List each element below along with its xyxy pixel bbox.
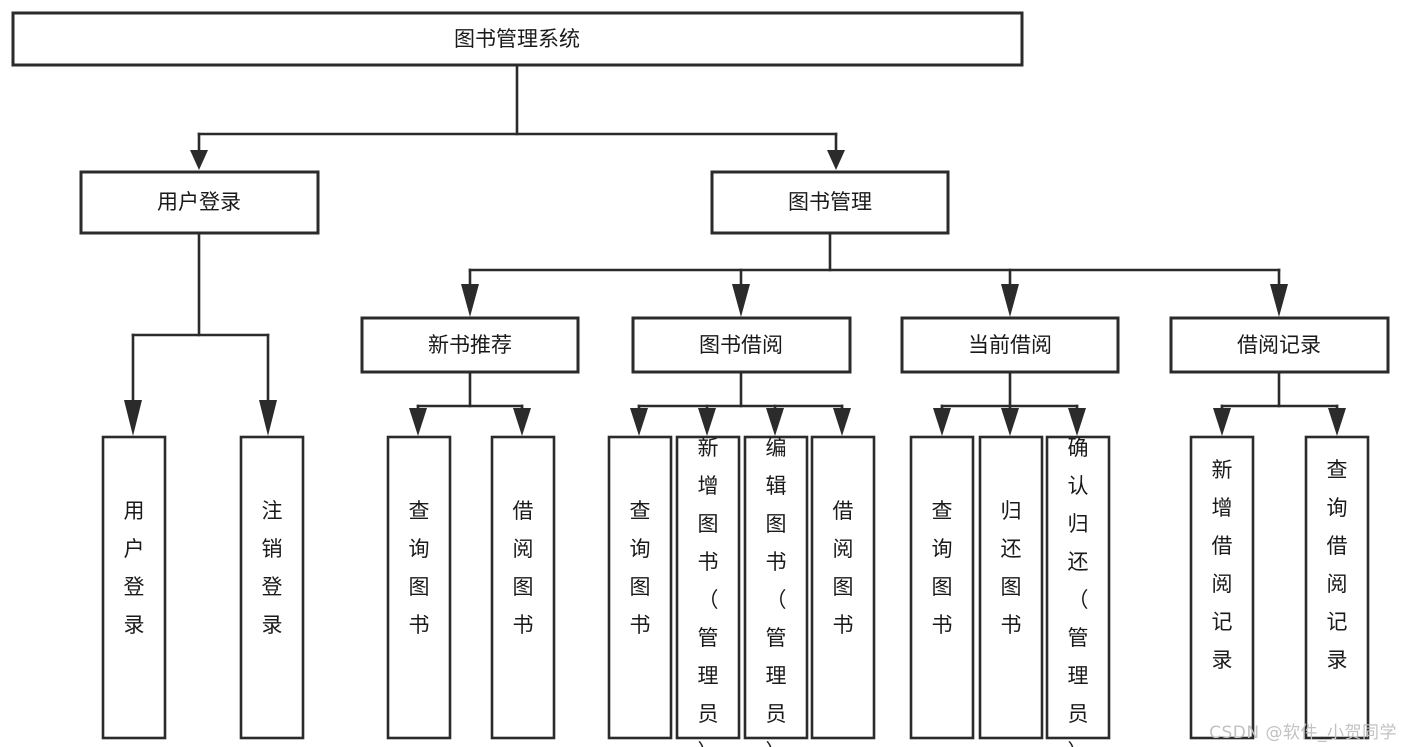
node-book-borrow-label: 图书借阅 [699, 333, 783, 357]
arrowhead-l3-3 [1001, 284, 1019, 317]
arrowhead-newbook-c1 [409, 408, 427, 436]
leaf-borrow-record-1-label: 新增借阅记录 [1212, 458, 1233, 672]
leaf-current-borrow-1[interactable]: 查询图书 [909, 435, 975, 740]
leaf-book-borrow-2-box[interactable] [675, 435, 741, 740]
leaf-book-borrow-2-label: 新增图书（管理员） [698, 436, 719, 747]
leaf-current-borrow-2[interactable]: 归还图书 [978, 435, 1044, 740]
leaf-book-borrow-4[interactable]: 借阅图书 [810, 435, 876, 740]
leaf-borrow-record-2[interactable]: 查询借阅记录 [1304, 435, 1370, 740]
node-borrow-record-box[interactable] [1169, 316, 1390, 374]
leaf-borrow-record-2-label: 查询借阅记录 [1327, 458, 1348, 672]
arrowhead-current-c3 [1068, 408, 1086, 436]
node-book-borrow-box[interactable] [631, 316, 852, 374]
arrowhead-l3-2 [732, 284, 750, 317]
node-root-label: 图书管理系统 [454, 27, 580, 51]
node-new-book-rec[interactable]: 新书推荐 [360, 316, 580, 374]
leaf-new-book-rec-1-box[interactable] [386, 435, 452, 740]
leaf-current-borrow-1-box[interactable] [909, 435, 975, 740]
arrowhead-userlogin-c2 [259, 400, 277, 436]
leaf-book-borrow-1-label: 查询图书 [630, 499, 651, 637]
leaf-current-borrow-3[interactable]: 确认归还（管理员） [1045, 435, 1111, 747]
arrowhead-l3-4 [1270, 284, 1288, 317]
node-borrow-record[interactable]: 借阅记录 [1169, 316, 1390, 374]
leaf-book-borrow-4-box[interactable] [810, 435, 876, 740]
arrowhead-current-c2 [1001, 408, 1019, 436]
node-borrow-record-label: 借阅记录 [1237, 333, 1321, 357]
arrowhead-userlogin-c1 [124, 400, 142, 436]
node-new-book-rec-label: 新书推荐 [428, 333, 512, 357]
node-book-borrow[interactable]: 图书借阅 [631, 316, 852, 374]
leaf-borrow-record-1-box[interactable] [1189, 435, 1255, 740]
arrowhead-l3-1 [461, 284, 479, 317]
node-current-borrow-label: 当前借阅 [968, 333, 1052, 357]
leaf-book-borrow-1[interactable]: 查询图书 [607, 435, 673, 740]
leaf-current-borrow-2-label: 归还图书 [1001, 499, 1022, 637]
arrowhead-record-c2 [1328, 408, 1346, 436]
arrowhead-borrow-c4 [833, 408, 851, 436]
leaf-book-borrow-4-label: 借阅图书 [833, 499, 854, 637]
leaf-borrow-record-1[interactable]: 新增借阅记录 [1189, 435, 1255, 740]
arrowhead-newbook-c2 [513, 408, 531, 436]
arrowhead-book-manage [827, 150, 845, 170]
node-user-login-label: 用户登录 [157, 190, 241, 214]
edge-layer [124, 63, 1346, 436]
leaf-user-login-1-box[interactable] [101, 435, 167, 740]
leaf-user-login-1[interactable]: 用户登录 [101, 435, 167, 740]
leaf-new-book-rec-2-box[interactable] [490, 435, 556, 740]
node-book-manage-label: 图书管理 [788, 190, 872, 214]
arrowhead-borrow-c1 [630, 408, 648, 436]
node-user-login[interactable]: 用户登录 [79, 170, 320, 235]
leaf-book-borrow-1-box[interactable] [607, 435, 673, 740]
node-book-manage[interactable]: 图书管理 [710, 170, 950, 235]
arrowhead-borrow-c2 [698, 408, 716, 436]
arrowhead-borrow-c3 [766, 408, 784, 436]
node-current-borrow-box[interactable] [900, 316, 1120, 374]
leaf-new-book-rec-1-label: 查询图书 [409, 499, 430, 637]
leaf-new-book-rec-2[interactable]: 借阅图书 [490, 435, 556, 740]
leaf-current-borrow-3-box[interactable] [1045, 435, 1111, 740]
leaf-user-login-2-label: 注销登录 [262, 499, 283, 637]
node-new-book-rec-box[interactable] [360, 316, 580, 374]
leaf-current-borrow-1-label: 查询图书 [932, 499, 953, 637]
leaf-new-book-rec-2-label: 借阅图书 [513, 499, 534, 637]
leaf-book-borrow-3-label: 编辑图书（管理员） [766, 436, 787, 747]
node-user-login-box[interactable] [79, 170, 320, 235]
leaf-book-borrow-2[interactable]: 新增图书（管理员） [675, 435, 741, 747]
leaf-book-borrow-3-box[interactable] [743, 435, 809, 740]
arrowhead-record-c1 [1213, 408, 1231, 436]
leaf-user-login-2-box[interactable] [239, 435, 305, 740]
leaf-book-borrow-3[interactable]: 编辑图书（管理员） [743, 435, 809, 747]
leaf-current-borrow-3-label: 确认归还（管理员） [1068, 436, 1089, 747]
node-current-borrow[interactable]: 当前借阅 [900, 316, 1120, 374]
node-root-box[interactable] [11, 11, 1024, 67]
leaf-user-login-1-label: 用户登录 [124, 499, 145, 637]
node-root[interactable]: 图书管理系统 [11, 11, 1024, 67]
arrowhead-user-login [190, 150, 208, 170]
leaf-user-login-2[interactable]: 注销登录 [239, 435, 305, 740]
leaf-new-book-rec-1[interactable]: 查询图书 [386, 435, 452, 740]
leaf-borrow-record-2-box[interactable] [1304, 435, 1370, 740]
leaf-current-borrow-2-box[interactable] [978, 435, 1044, 740]
arrowhead-current-c1 [933, 408, 951, 436]
node-book-manage-box[interactable] [710, 170, 950, 235]
